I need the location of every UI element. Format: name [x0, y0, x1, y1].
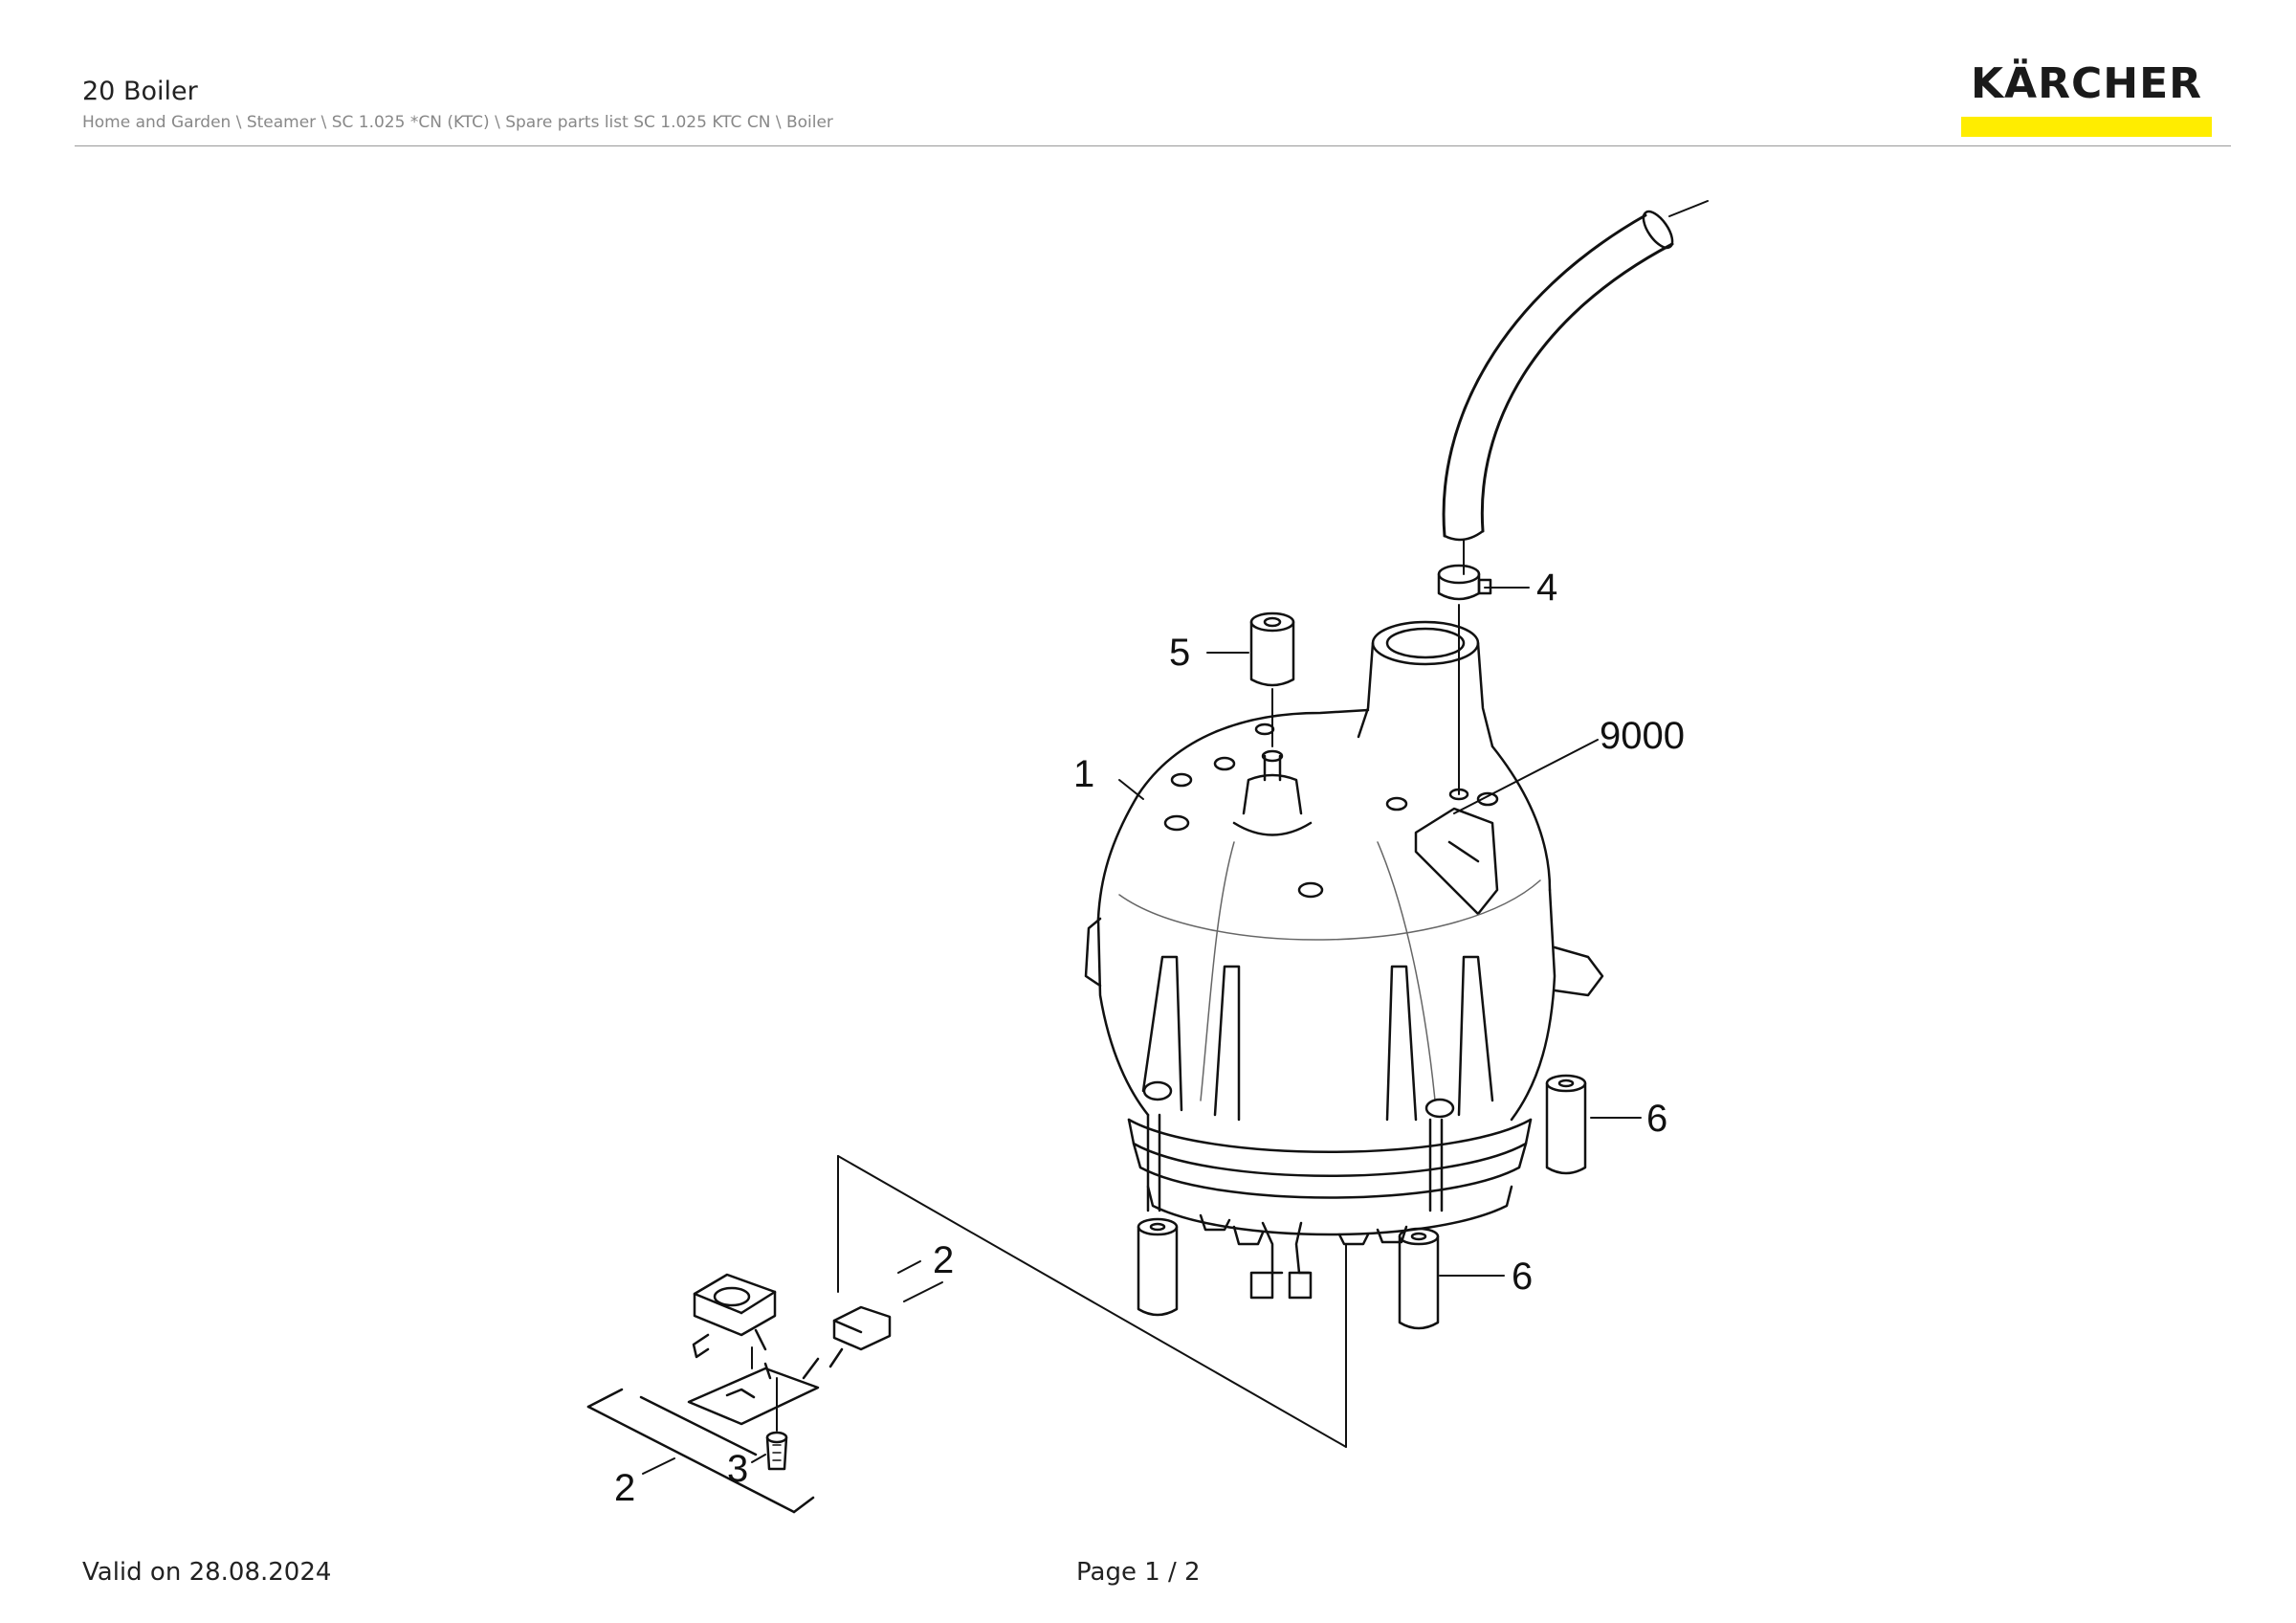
breadcrumb[interactable]: Home and Garden \ Steamer \ SC 1.025 *CN… [82, 113, 833, 132]
karcher-logo: KÄRCHER [1961, 59, 2212, 138]
logo-wordmark: KÄRCHER [1970, 59, 2203, 108]
logo-yellow-bar [1961, 117, 2212, 137]
hose-clamp-part [1437, 564, 1492, 795]
rubber-foot-part [1137, 1217, 1179, 1317]
callout-6-lower: 6 [1512, 1256, 1533, 1298]
callout-3: 3 [727, 1448, 748, 1490]
callout-4: 4 [1536, 567, 1557, 609]
valid-date: Valid on 28.08.2024 [82, 1558, 332, 1587]
page-title: 20 Boiler [82, 77, 198, 106]
spacer-part [1249, 611, 1295, 747]
callout-1: 1 [1073, 753, 1094, 795]
thermostat-assembly [586, 1155, 1347, 1514]
callout-5: 5 [1169, 632, 1190, 674]
page-indicator: Page 1 / 2 [1076, 1558, 1201, 1587]
leader-lines [642, 587, 1642, 1475]
rubber-foot-part [1545, 1074, 1587, 1175]
callout-9000: 9000 [1600, 715, 1685, 757]
rubber-foot-part [1398, 1227, 1440, 1330]
callout-6-upper: 6 [1646, 1098, 1667, 1140]
callout-2-upper: 2 [933, 1239, 954, 1281]
header-divider [75, 145, 2231, 146]
hose-part [1442, 200, 1709, 575]
callout-2-lower: 2 [614, 1467, 635, 1509]
boiler-body-part [1084, 620, 1604, 1300]
